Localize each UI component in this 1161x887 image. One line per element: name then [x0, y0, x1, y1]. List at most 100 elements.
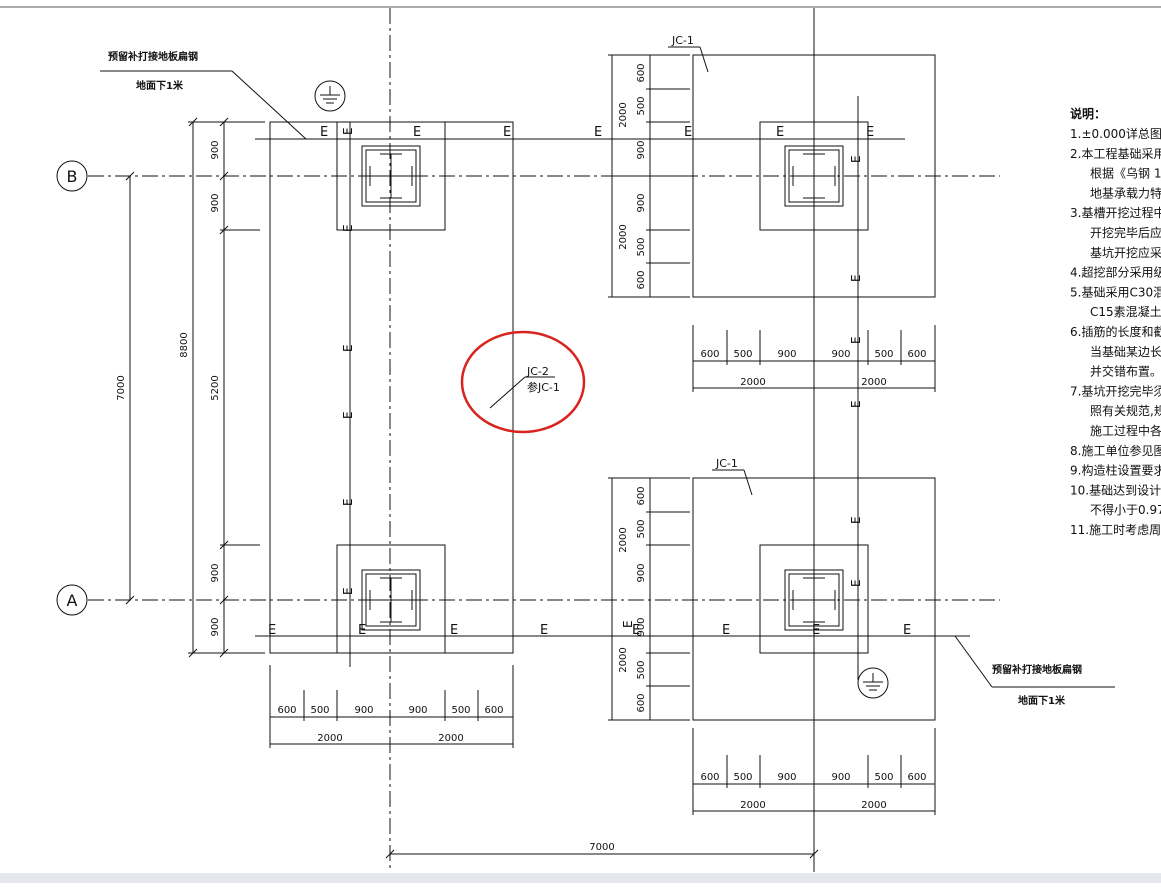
- svg-text:900: 900: [354, 705, 373, 716]
- steel-column-a-left: [361, 569, 421, 631]
- svg-text:E: E: [358, 623, 366, 638]
- svg-text:2000: 2000: [438, 733, 463, 744]
- note-line: 地基承载力特征: [1090, 185, 1161, 200]
- svg-text:8800: 8800: [179, 332, 190, 357]
- label-jc2: JC-2 参JC-1: [489, 365, 560, 409]
- note-line: 4.超挖部分采用级: [1070, 265, 1161, 280]
- svg-text:900: 900: [636, 563, 647, 582]
- svg-text:2000: 2000: [317, 733, 342, 744]
- svg-text:E: E: [684, 125, 692, 140]
- svg-text:600: 600: [907, 772, 926, 783]
- ground-symbol-bottom: [857, 667, 889, 699]
- note-line: 3.基槽开挖过程中: [1070, 205, 1161, 220]
- svg-text:E: E: [632, 623, 640, 638]
- svg-text:900: 900: [636, 140, 647, 159]
- e-markers-top: E E E E E E E: [320, 125, 874, 140]
- svg-text:2000: 2000: [618, 224, 629, 249]
- svg-text:500: 500: [451, 705, 470, 716]
- svg-text:预留补打接地板扁钢: 预留补打接地板扁钢: [992, 663, 1082, 676]
- svg-text:500: 500: [310, 705, 329, 716]
- label-jc1-top: JC-1: [668, 34, 709, 73]
- svg-text:500: 500: [636, 237, 647, 256]
- svg-text:900: 900: [210, 193, 221, 212]
- svg-text:600: 600: [277, 705, 296, 716]
- svg-text:参JC-1: 参JC-1: [527, 380, 560, 394]
- note-line: 照有关规范,规: [1090, 403, 1161, 418]
- svg-text:E: E: [341, 411, 355, 419]
- dim-bottom-right: 600 500 900 900 500 600 2000 2000: [692, 728, 936, 815]
- svg-text:B: B: [67, 167, 78, 186]
- note-line: 2.本工程基础采用: [1070, 146, 1161, 161]
- svg-text:E: E: [849, 336, 863, 344]
- note-line: 基坑开挖应采取: [1090, 245, 1161, 260]
- note-line: 不得小于0.97,: [1090, 502, 1161, 517]
- svg-text:500: 500: [874, 772, 893, 783]
- note-line: 当基础某边长大: [1090, 345, 1161, 359]
- note-line: 8.施工单位参见图: [1070, 443, 1161, 458]
- note-line: C15素混凝土: [1090, 304, 1161, 319]
- svg-text:600: 600: [484, 705, 503, 716]
- leader-preset-steel-top: 预留补打接地板扁钢 地面下1米: [100, 50, 307, 140]
- svg-text:900: 900: [636, 193, 647, 212]
- svg-text:E: E: [320, 125, 328, 140]
- svg-text:E: E: [594, 125, 602, 140]
- svg-text:E: E: [722, 623, 730, 638]
- svg-text:地面下1米: 地面下1米: [136, 79, 184, 92]
- note-line: 9.构造柱设置要求: [1070, 463, 1161, 478]
- dim-right-vertical-bottom: 600 500 900 900 500 600 2000 2000: [608, 477, 690, 721]
- svg-text:E: E: [450, 623, 458, 638]
- dim-middle-right: 600 500 900 900 500 600 2000 2000: [692, 325, 936, 392]
- svg-text:E: E: [341, 344, 355, 352]
- svg-text:E: E: [413, 125, 421, 140]
- svg-text:E: E: [503, 125, 511, 140]
- ground-symbol-top: [314, 80, 346, 112]
- svg-text:E: E: [341, 127, 355, 135]
- svg-text:地面下1米: 地面下1米: [1018, 694, 1066, 707]
- svg-text:500: 500: [636, 96, 647, 115]
- svg-text:说明：: 说明：: [1070, 106, 1106, 121]
- svg-text:预留补打接地板扁钢: 预留补打接地板扁钢: [108, 50, 198, 63]
- note-line: 6.插筋的长度和截: [1070, 324, 1161, 339]
- pedestal-b-right: [759, 121, 869, 231]
- note-line: 7.基坑开挖完毕须: [1070, 383, 1161, 398]
- svg-text:2000: 2000: [618, 527, 629, 552]
- svg-text:5200: 5200: [210, 375, 221, 400]
- dim-right-vertical-top: 600 500 900 900 500 600 2000 2000: [608, 54, 690, 298]
- e-markers-vertical: E E E E E E E E E E E E E: [341, 127, 863, 628]
- svg-text:600: 600: [636, 693, 647, 712]
- svg-text:900: 900: [831, 772, 850, 783]
- svg-text:E: E: [341, 498, 355, 506]
- svg-text:600: 600: [636, 63, 647, 82]
- svg-text:600: 600: [636, 486, 647, 505]
- steel-column-b-left: [361, 145, 421, 207]
- svg-text:E: E: [866, 125, 874, 140]
- note-line: 并交错布置。当: [1090, 364, 1161, 379]
- svg-text:900: 900: [777, 349, 796, 360]
- note-line: 施工过程中各专: [1090, 423, 1161, 438]
- svg-text:E: E: [268, 623, 276, 638]
- dim-bottom-left: 600 500 900 900 500 600 2000 2000: [269, 665, 514, 748]
- svg-text:E: E: [849, 155, 863, 163]
- svg-text:900: 900: [408, 705, 427, 716]
- svg-text:900: 900: [210, 140, 221, 159]
- svg-text:900: 900: [777, 772, 796, 783]
- svg-text:600: 600: [700, 349, 719, 360]
- svg-text:E: E: [849, 274, 863, 282]
- dim-bottom-7000: 7000: [385, 842, 819, 859]
- status-bar: [0, 873, 1161, 883]
- pedestal-a-left: [336, 544, 446, 654]
- svg-text:900: 900: [210, 563, 221, 582]
- note-line: 5.基础采用C30混: [1070, 285, 1161, 299]
- axis-bubble-b: B: [56, 160, 88, 192]
- svg-text:500: 500: [636, 519, 647, 538]
- steel-column-a-right: [784, 569, 844, 631]
- svg-text:2000: 2000: [740, 800, 765, 811]
- svg-text:2000: 2000: [861, 377, 886, 388]
- svg-text:7000: 7000: [589, 842, 614, 853]
- svg-text:E: E: [849, 516, 863, 524]
- svg-text:JC-2: JC-2: [526, 365, 549, 378]
- pedestal-a-right: [759, 544, 869, 654]
- svg-text:E: E: [540, 623, 548, 638]
